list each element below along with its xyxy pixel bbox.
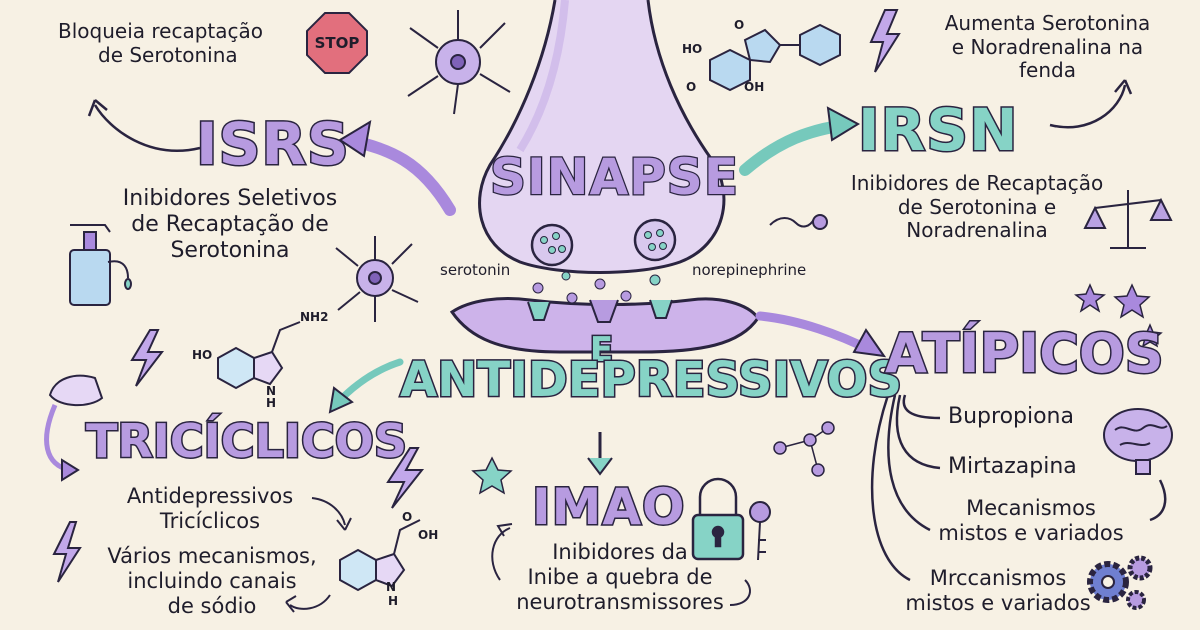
connector-e: E	[588, 329, 615, 372]
lightning-icon	[386, 447, 425, 509]
pump-dispenser-icon	[69, 224, 132, 306]
lightning-icon	[869, 9, 901, 73]
triciclicos-note-line: Vários mecanismos,	[107, 544, 317, 568]
irsn-title: IRSN	[857, 95, 1020, 166]
triciclicos-title: TRICÍCLICOS	[85, 413, 409, 470]
arrow-center-to-atipicos	[755, 311, 875, 355]
molecule-label: OH	[744, 80, 765, 94]
triciclicos-description: Antidepressivos Tricíclicos	[110, 484, 310, 534]
triciclicos-note: Vários mecanismos, incluindo canais de s…	[92, 544, 332, 618]
molecule-label: HO	[682, 42, 703, 56]
irsn-description: Inibidores de Recaptação de Serotonina e…	[832, 171, 1122, 243]
atipicos-item-group: Mrccanismos mistos e variados	[900, 566, 1096, 616]
molecule-label: N	[266, 384, 277, 398]
scale-icon	[1083, 190, 1173, 249]
atipicos-item: mistos e variados	[905, 590, 1091, 615]
arrow-irsn-to-note	[1049, 84, 1127, 129]
neuron-icon-left	[335, 236, 419, 322]
star-icon	[1113, 283, 1151, 319]
synapse-illustration	[449, 0, 760, 354]
norepinephrine-label: norepinephrine	[690, 261, 809, 280]
molecule-label: O	[734, 18, 745, 32]
star-icon	[1074, 283, 1106, 313]
arrow-center-to-triciclicos	[336, 358, 404, 404]
brain-icon	[1103, 408, 1173, 475]
gear-icon	[1087, 555, 1153, 610]
irsn-note-line: e Noradrenalina na	[951, 34, 1144, 59]
lightning-icon	[130, 329, 165, 387]
molecule-label: OH	[418, 528, 439, 542]
star-icon	[471, 456, 513, 495]
molecule-icon-serotonin	[217, 321, 301, 390]
star-icon	[1137, 323, 1163, 348]
triciclicos-description-line: Tricíclicos	[159, 508, 261, 533]
triciclicos-note-line: de sódio	[167, 593, 257, 618]
key-icon	[749, 501, 771, 561]
serotonin-label: serotonin	[438, 261, 513, 280]
irsn-description-line: Noradrenalina	[906, 218, 1048, 243]
irsn-note-line: fenda	[1019, 58, 1076, 83]
atipicos-item-group: Mecanismos mistos e variados	[926, 496, 1136, 546]
isrs-note-line: de Serotonina	[98, 42, 238, 67]
molecule-label: O	[686, 80, 697, 94]
irsn-note-line: Aumenta Serotonina	[944, 11, 1151, 35]
constellation-icon	[773, 421, 835, 477]
imao-title: IMAO	[531, 477, 687, 538]
stop-sign-label: STOP	[308, 14, 366, 72]
imao-description-line: neurotransmissores	[516, 589, 724, 614]
isrs-title: ISRS	[195, 109, 351, 180]
irsn-description-line: Inibidores de Recaptação	[850, 171, 1104, 195]
isrs-note-line: Bloqueia recaptação	[58, 19, 263, 43]
atipicos-branches	[870, 394, 1167, 582]
molecule-label: NH2	[300, 310, 329, 324]
molecule-label: O	[402, 510, 413, 524]
triciclicos-note-line: incluindo canais	[127, 568, 297, 593]
isrs-note: Bloqueia recaptação de Serotonina	[58, 19, 263, 67]
imao-description-line: Inibidores da	[552, 540, 688, 564]
irsn-note: Aumenta Serotonina e Noradrenalina na fe…	[920, 11, 1175, 83]
triciclicos-description-line: Antidepressivos	[126, 484, 294, 508]
shoe-icon	[48, 374, 104, 407]
atipicos-title: ATÍPICOS	[884, 321, 1166, 387]
molecule-label: HO	[192, 348, 213, 362]
synapse-title: SINAPSE	[489, 147, 739, 208]
atipicos-item: Bupropiona	[948, 404, 1074, 429]
arrow-isrs-to-note	[93, 104, 201, 152]
irsn-description-line: de Serotonina e	[897, 194, 1057, 219]
molecule-label: H	[266, 396, 277, 410]
atipicos-item: mistos e variados	[938, 520, 1124, 545]
antidepressivos-title: ANTIDEPRESSIVOS	[399, 351, 904, 410]
lock-icon	[691, 477, 745, 561]
molecule-icon-irsn	[709, 23, 841, 92]
molecule-icon-tryptophan	[339, 519, 421, 592]
neuron-icon-top	[407, 10, 511, 115]
molecule-label: H	[388, 594, 399, 608]
atipicos-item: Mrccanismos	[929, 566, 1067, 590]
molecule-squiggle-icon	[769, 214, 828, 230]
imao-description: Inibidores da Inibe a quebra de neurotra…	[500, 540, 740, 614]
isrs-description-line: Serotonina	[170, 237, 290, 263]
lightning-icon	[52, 521, 82, 583]
isrs-description-line: Inibidores Seletivos	[122, 186, 338, 211]
imao-description-line: Inibe a quebra de	[527, 564, 713, 589]
isrs-description: Inibidores Seletivos de Recaptação de Se…	[110, 186, 350, 264]
isrs-description-line: de Recaptação de	[131, 211, 329, 237]
molecule-label: N	[386, 580, 397, 594]
atipicos-item: Mecanismos	[966, 496, 1096, 520]
atipicos-item: Mirtazapina	[948, 454, 1077, 479]
